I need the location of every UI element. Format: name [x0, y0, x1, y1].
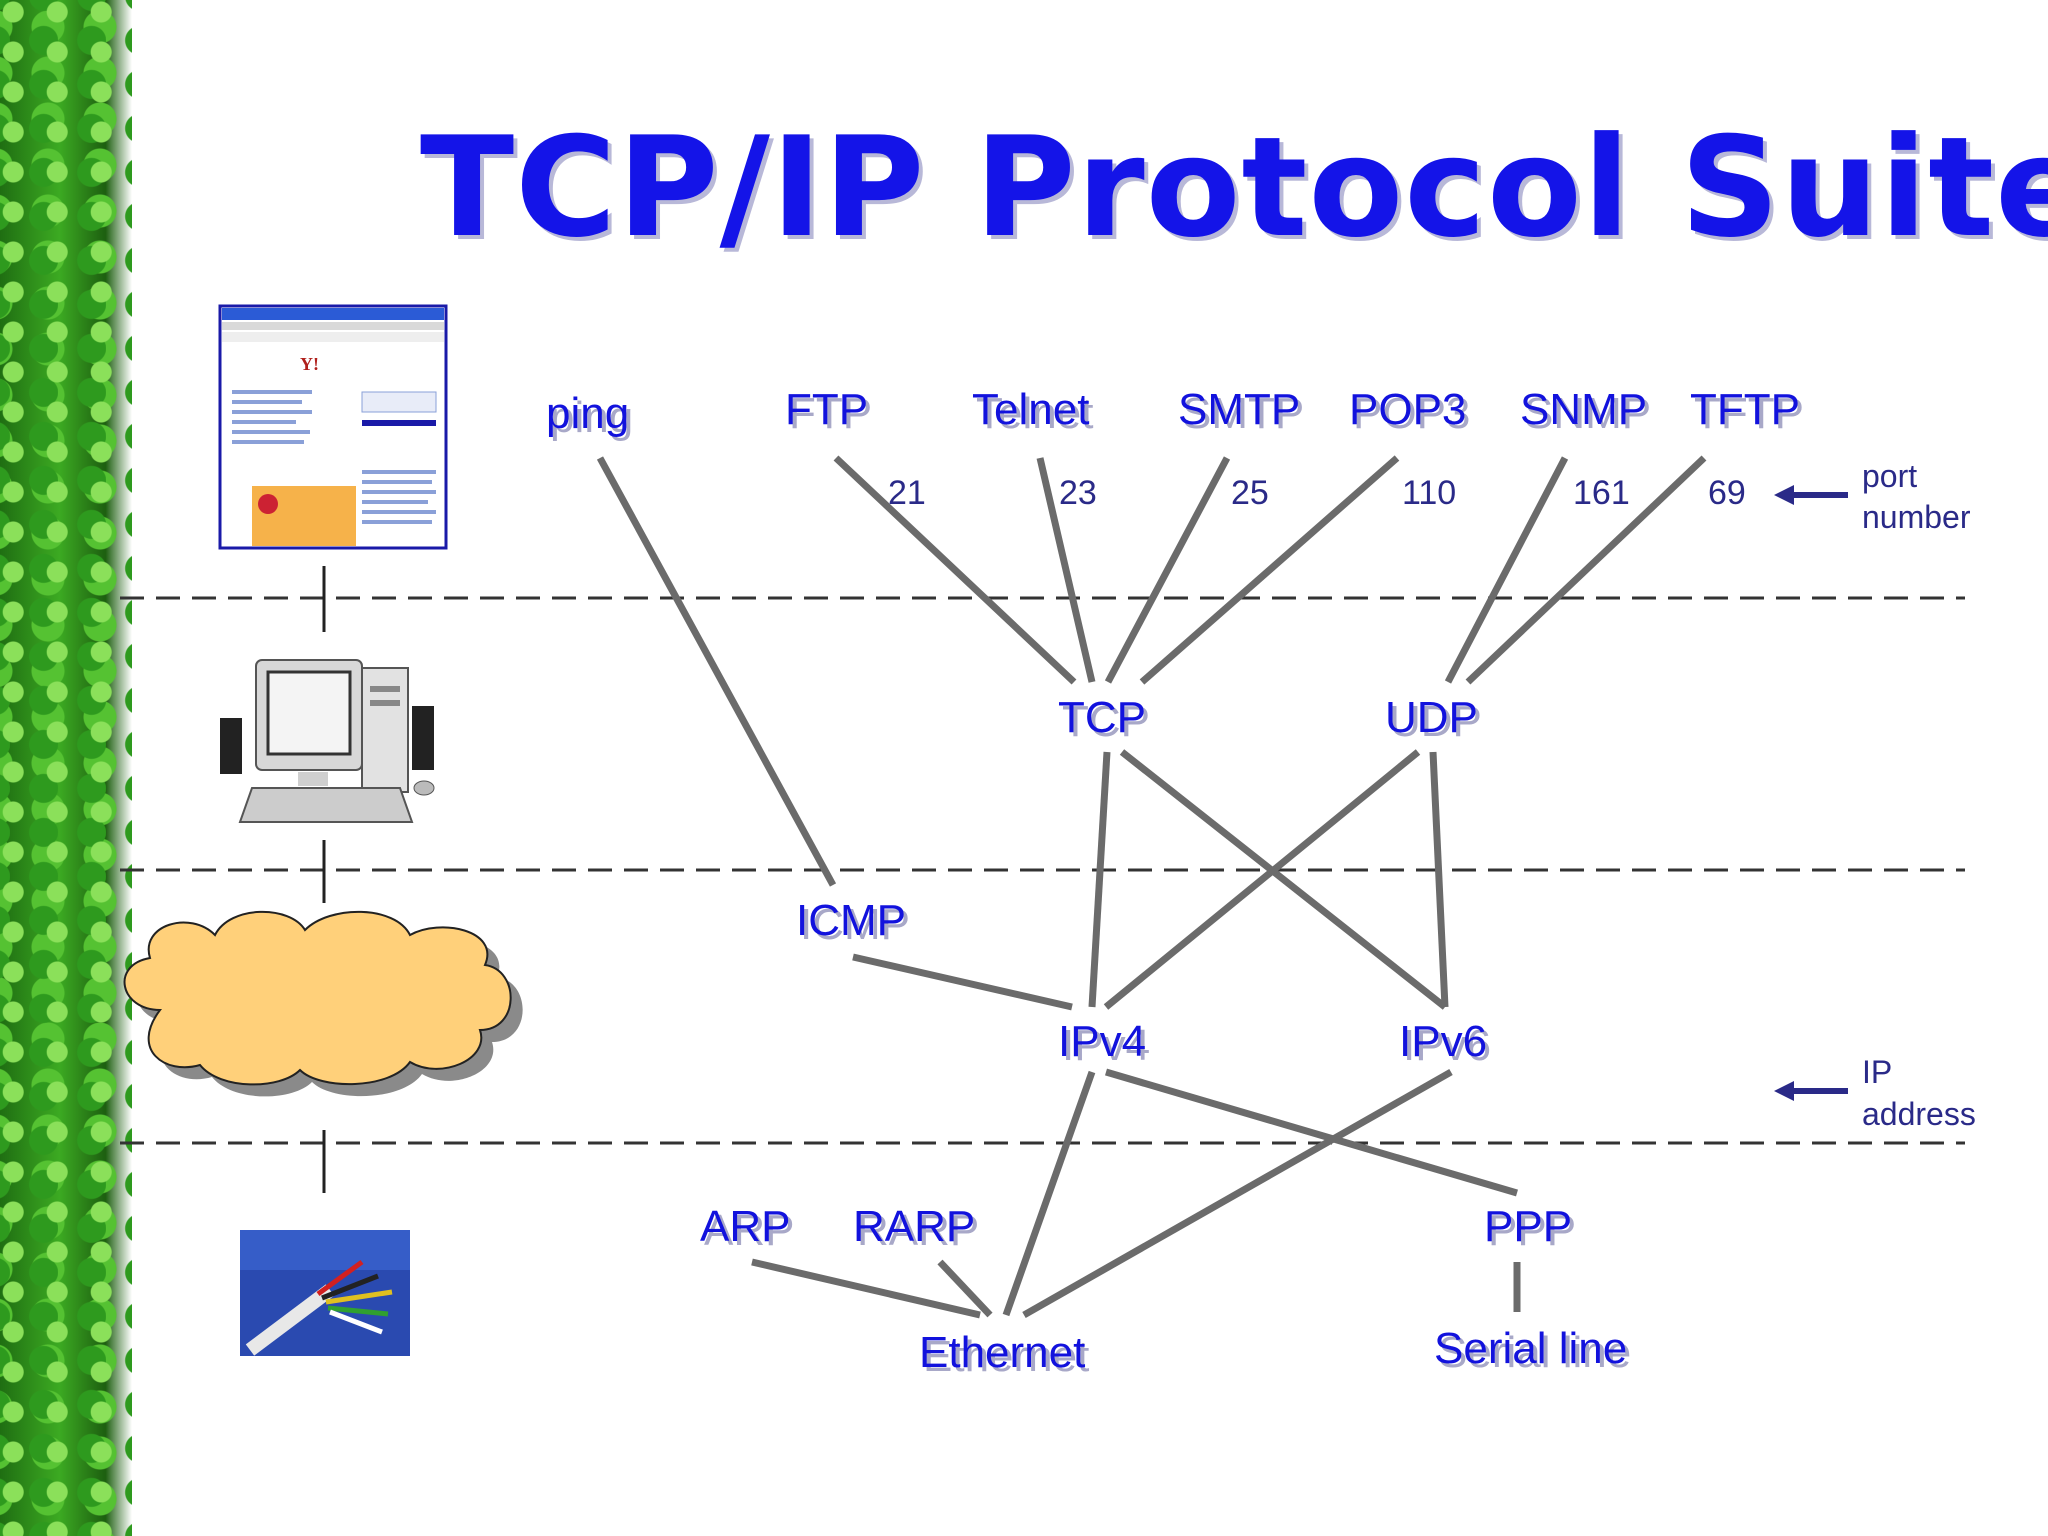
- svg-text:RARP: RARP: [857, 1206, 979, 1255]
- slide-title: TCP/IP Protocol Suite: [420, 107, 2048, 268]
- edge-tcp-to-ipv4: [1088, 751, 1111, 1008]
- edge-udp-to-ipv4: [1103, 749, 1421, 1010]
- edge-ipv6-to-ethernet: [1022, 1068, 1453, 1319]
- svg-text:Y!: Y!: [300, 354, 319, 374]
- edge-rarp-to-ethernet: [937, 1259, 993, 1318]
- svg-text:IPv6: IPv6: [1403, 1021, 1491, 1070]
- edge-ftp-to-tcp: [833, 455, 1077, 685]
- labels-layer: ping ping FTP FTP Telnet Telnet SMTP SMT…: [546, 385, 1804, 1381]
- svg-text:Ethernet: Ethernet: [923, 1332, 1089, 1381]
- label-telnet: Telnet: [972, 385, 1089, 434]
- edge-ipv4-to-ppp: [1105, 1068, 1518, 1197]
- svg-text:FTP: FTP: [789, 389, 872, 438]
- edge-arp-to-ethernet: [751, 1258, 981, 1319]
- label-serial-line: Serial line: [1434, 1324, 1627, 1373]
- label-tftp: TFTP: [1690, 385, 1800, 434]
- svg-text:ICMP: ICMP: [800, 900, 910, 949]
- edge-telnet-to-tcp: [1036, 457, 1096, 683]
- label-rarp: RARP: [853, 1202, 975, 1251]
- port-telnet: 23: [1059, 474, 1097, 512]
- svg-text:IPv4: IPv4: [1062, 1021, 1150, 1070]
- label-ppp: PPP: [1484, 1202, 1572, 1251]
- edge-tcp-to-ipv6: [1119, 749, 1448, 1010]
- label-ftp: FTP: [785, 385, 868, 434]
- svg-text:ARP: ARP: [704, 1206, 794, 1255]
- edge-snmp-to-udp: [1444, 456, 1569, 684]
- port-pop3: 110: [1402, 474, 1456, 512]
- port-number-arrow: [1774, 485, 1848, 505]
- edge-icmp-to-ipv4: [852, 953, 1073, 1011]
- port-snmp: 161: [1573, 474, 1630, 512]
- svg-text:ping: ping: [550, 393, 633, 442]
- label-ipv4: IPv4: [1058, 1017, 1146, 1066]
- browser-window-icon: Y!: [218, 304, 448, 550]
- label-smtp: SMTP: [1178, 385, 1300, 434]
- port-number-note-line2: number: [1862, 499, 1971, 535]
- label-pop3: POP3: [1349, 385, 1466, 434]
- label-arp: ARP: [700, 1202, 790, 1251]
- ip-address-note-line1: IP: [1862, 1054, 1892, 1090]
- svg-text:Telnet: Telnet: [976, 389, 1093, 438]
- svg-text:TFTP: TFTP: [1694, 389, 1804, 438]
- edge-ipv4-to-ethernet: [1002, 1070, 1096, 1317]
- edges-layer: [596, 455, 1707, 1319]
- edge-ping-to-icmp: [596, 456, 837, 887]
- edge-tftp-to-udp: [1465, 455, 1707, 685]
- edge-pop3-to-tcp: [1139, 455, 1400, 685]
- svg-text:TCP: TCP: [1062, 697, 1150, 746]
- edge-smtp-to-tcp: [1104, 456, 1231, 684]
- edge-udp-to-ipv6: [1429, 751, 1449, 1008]
- label-ipv6: IPv6: [1399, 1017, 1487, 1066]
- label-udp: UDP: [1385, 693, 1478, 742]
- svg-text:SNMP: SNMP: [1524, 389, 1651, 438]
- decorative-vine-border: [0, 0, 132, 1536]
- port-ftp: 21: [888, 474, 926, 512]
- port-smtp: 25: [1231, 474, 1269, 512]
- svg-text:UDP: UDP: [1389, 697, 1482, 746]
- label-tcp: TCP: [1058, 693, 1146, 742]
- label-ethernet: Ethernet: [919, 1328, 1085, 1377]
- label-ping: ping: [546, 389, 629, 438]
- ip-address-note-line2: address: [1862, 1096, 1976, 1132]
- cloud-icon: [123, 910, 523, 1097]
- label-snmp: SNMP: [1520, 385, 1647, 434]
- cable-icon: [240, 1230, 410, 1356]
- svg-text:Serial line: Serial line: [1438, 1328, 1631, 1377]
- svg-text:SMTP: SMTP: [1182, 389, 1304, 438]
- ip-address-arrow: [1774, 1081, 1848, 1101]
- svg-text:POP3: POP3: [1353, 389, 1470, 438]
- desktop-computer-icon: [220, 659, 435, 823]
- label-icmp: ICMP: [796, 896, 906, 945]
- svg-text:PPP: PPP: [1488, 1206, 1576, 1255]
- port-number-note-line1: port: [1862, 458, 1917, 494]
- port-tftp: 69: [1708, 474, 1746, 512]
